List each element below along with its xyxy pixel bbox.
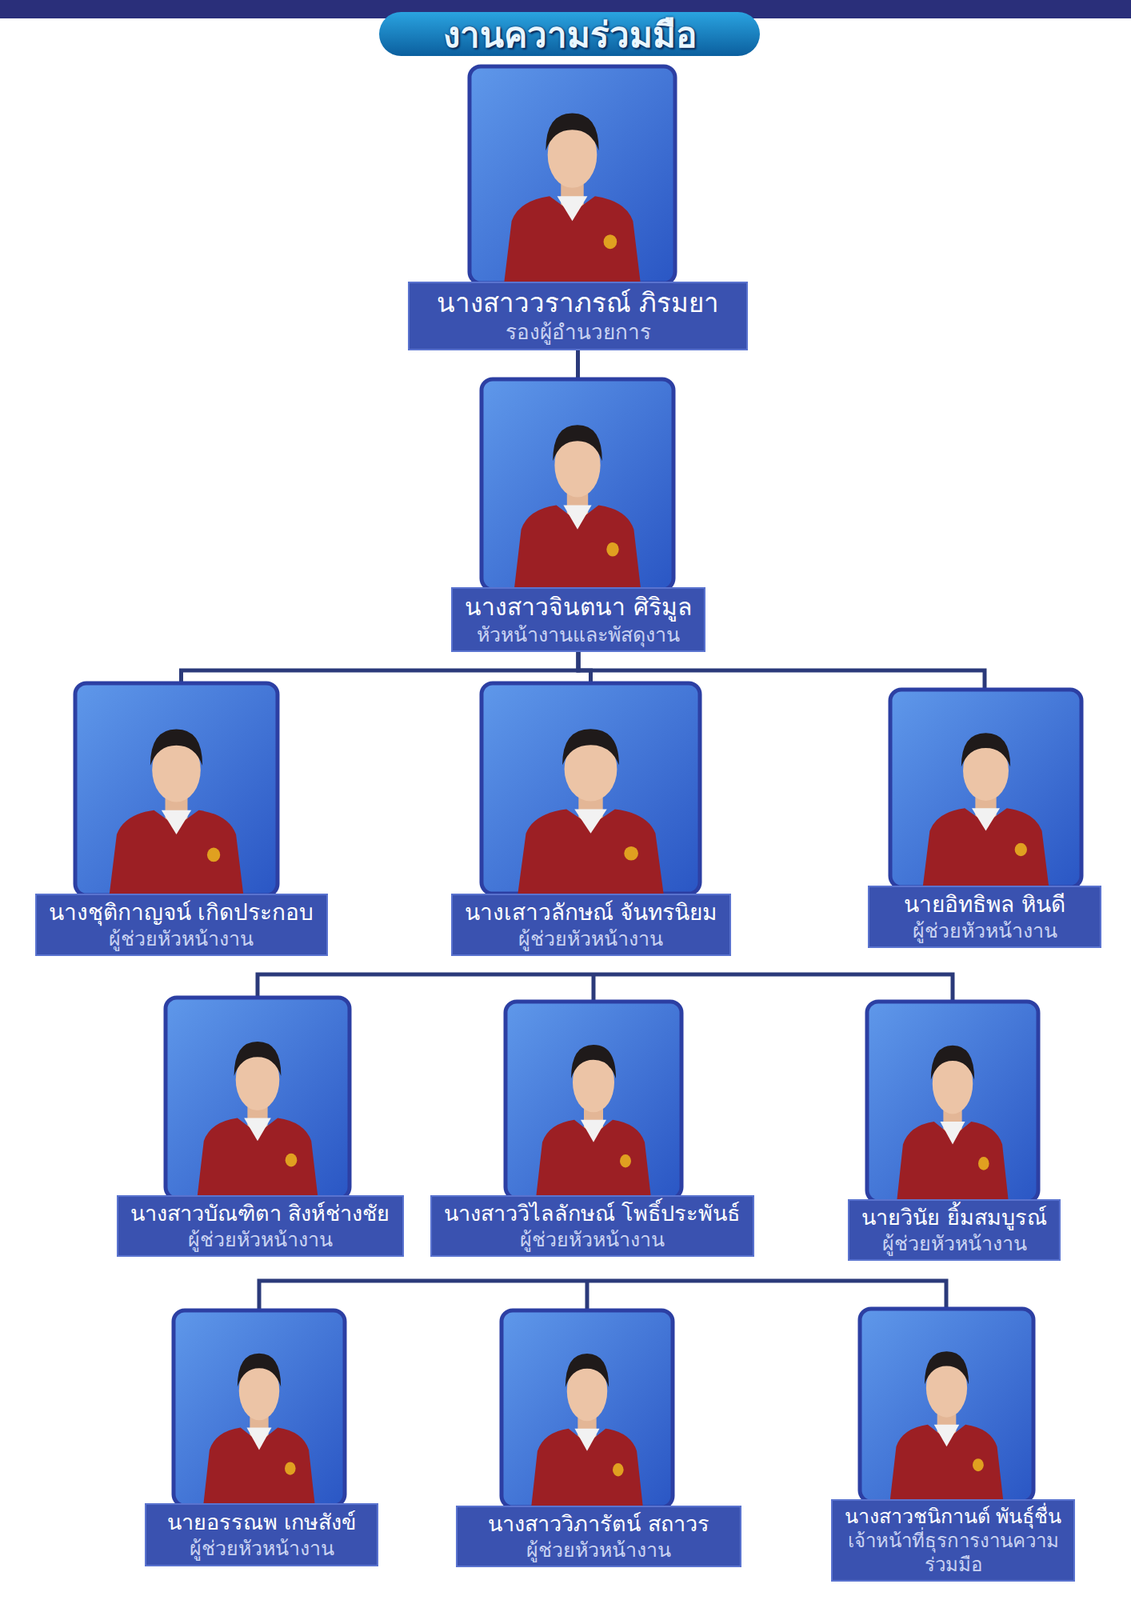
job-title: ผู้ช่วยหัวหน้างาน [47,926,316,952]
job-title: ผู้ช่วยหัวหน้างาน [860,1230,1048,1256]
job-title: ผู้ช่วยหัวหน้างาน [468,1537,729,1563]
person-name: นางสาวชนิกานต์ พันธุ์ชื่น [843,1503,1063,1529]
name-box: นางชุติกาญจน์ เกิดประกอบผู้ช่วยหัวหน้างา… [35,893,328,956]
person-name: นางสาวจินตนา ศิริมูล [463,591,693,623]
person-name: นางเสาวลักษณ์ จันทรนิยม [463,898,719,927]
person-name: นายวินัย ยิ้มสมบูรณ์ [860,1203,1048,1231]
person-name: นางสาววราภรณ์ ภิรมยา [420,286,736,320]
job-title: ผู้ช่วยหัวหน้างาน [129,1226,392,1252]
job-title: เจ้าหน้าที่ธุรการงานความร่วมมือ [843,1528,1063,1577]
name-box: นางสาวชนิกานต์ พันธุ์ชื่นเจ้าหน้าที่ธุรก… [831,1498,1076,1582]
name-box: นางสาววิภารัตน์ สถาวรผู้ช่วยหัวหน้างาน [455,1505,742,1567]
person-name: นางสาววิไลลักษณ์ โพธิ์ประพันธ์ [443,1199,742,1227]
portrait-photos [75,66,1082,1507]
job-title: ผู้ช่วยหัวหน้างาน [463,926,719,952]
name-box: นางเสาวลักษณ์ จันทรนิยมผู้ช่วยหัวหน้างาน [451,893,732,956]
name-box: นายอรรณพ เกษสังข์ผู้ช่วยหัวหน้างาน [144,1502,379,1567]
person-name: นางชุติกาญจน์ เกิดประกอบ [47,898,316,927]
name-box: นางสาววราภรณ์ ภิรมยารองผู้อำนวยการ [407,281,748,351]
job-title: หัวหน้างานและพัสดุงาน [463,622,693,648]
job-title: ผู้ช่วยหัวหน้างาน [157,1535,366,1561]
name-box: นางสาวจินตนา ศิริมูลหัวหน้างานและพัสดุงา… [451,587,706,652]
person-name: นางสาววิภารัตน์ สถาวร [468,1510,729,1538]
name-box: นางสาววิไลลักษณ์ โพธิ์ประพันธ์ผู้ช่วยหัว… [430,1194,755,1257]
job-title: ผู้ช่วยหัวหน้างาน [443,1226,742,1252]
chart-title: งานความร่วมมือ [443,6,697,63]
job-title: รองผู้อำนวยการ [420,319,736,346]
person-name: นายอิทธิพล หินดี [880,890,1089,919]
row-bracket [257,974,953,1312]
person-name: นายอรรณพ เกษสังข์ [157,1508,366,1536]
name-box: นายอิทธิพล หินดีผู้ช่วยหัวหน้างาน [867,885,1102,948]
person-name: นางสาวบัณฑิตา สิงห์ช่างชัย [129,1199,392,1227]
job-title: ผู้ช่วยหัวหน้างาน [880,918,1089,944]
name-box: นายวินัย ยิ้มสมบูรณ์ผู้ช่วยหัวหน้างาน [847,1198,1061,1261]
name-box: นางสาวบัณฑิตา สิงห์ช่างชัยผู้ช่วยหัวหน้า… [116,1194,404,1257]
title-pill: งานความร่วมมือ [379,11,760,56]
